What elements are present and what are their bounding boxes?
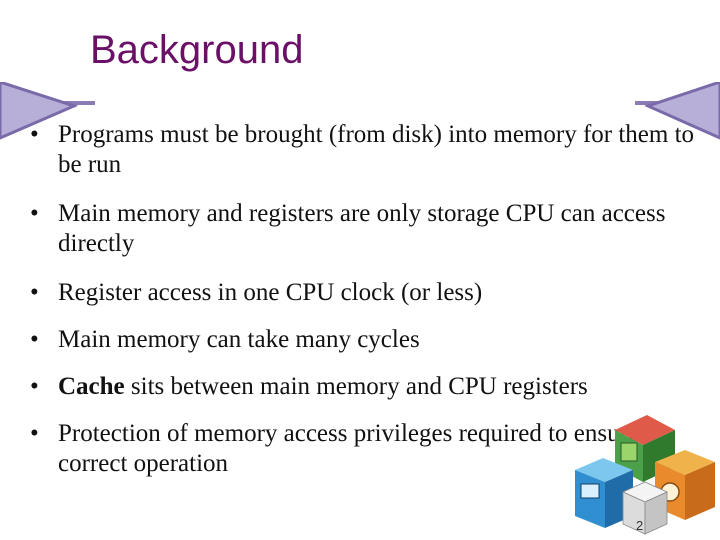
- bullet-item: • Cache sits between main memory and CPU…: [30, 372, 710, 402]
- bullet-dot: •: [30, 373, 39, 400]
- bullet-dot: •: [30, 326, 39, 353]
- bullet-text: Register access in one CPU clock (or les…: [58, 279, 483, 306]
- bullet-list: • Programs must be brought (from disk) i…: [30, 120, 710, 479]
- bullet-item: • Register access in one CPU clock (or l…: [30, 278, 710, 308]
- bullet-item: • Main memory and registers are only sto…: [30, 199, 710, 259]
- hardware-blocks-illustration: [575, 415, 715, 535]
- bullet-dot: •: [30, 200, 39, 227]
- page-number: 2: [636, 518, 644, 533]
- bullet-text: Programs must be brought (from disk) int…: [58, 121, 695, 178]
- bullet-item: • Protection of memory access privileges…: [30, 419, 710, 479]
- bullet-dot: •: [30, 121, 39, 148]
- bullet-text: Protection of memory access privileges r…: [58, 420, 640, 477]
- bullet-bold-term: Cache: [58, 373, 125, 400]
- bullet-text: sits between main memory and CPU registe…: [124, 373, 588, 400]
- slide-title: Background: [90, 28, 304, 72]
- right-triangle-icon: [645, 82, 720, 140]
- left-triangle-icon: [0, 82, 79, 140]
- bullet-item: • Main memory can take many cycles: [30, 325, 710, 355]
- bullet-dot: •: [30, 420, 39, 447]
- bullet-item: • Programs must be brought (from disk) i…: [30, 120, 710, 180]
- bullet-text: Main memory and registers are only stora…: [58, 200, 666, 257]
- bullet-dot: •: [30, 279, 39, 306]
- bullet-text: Main memory can take many cycles: [58, 326, 420, 353]
